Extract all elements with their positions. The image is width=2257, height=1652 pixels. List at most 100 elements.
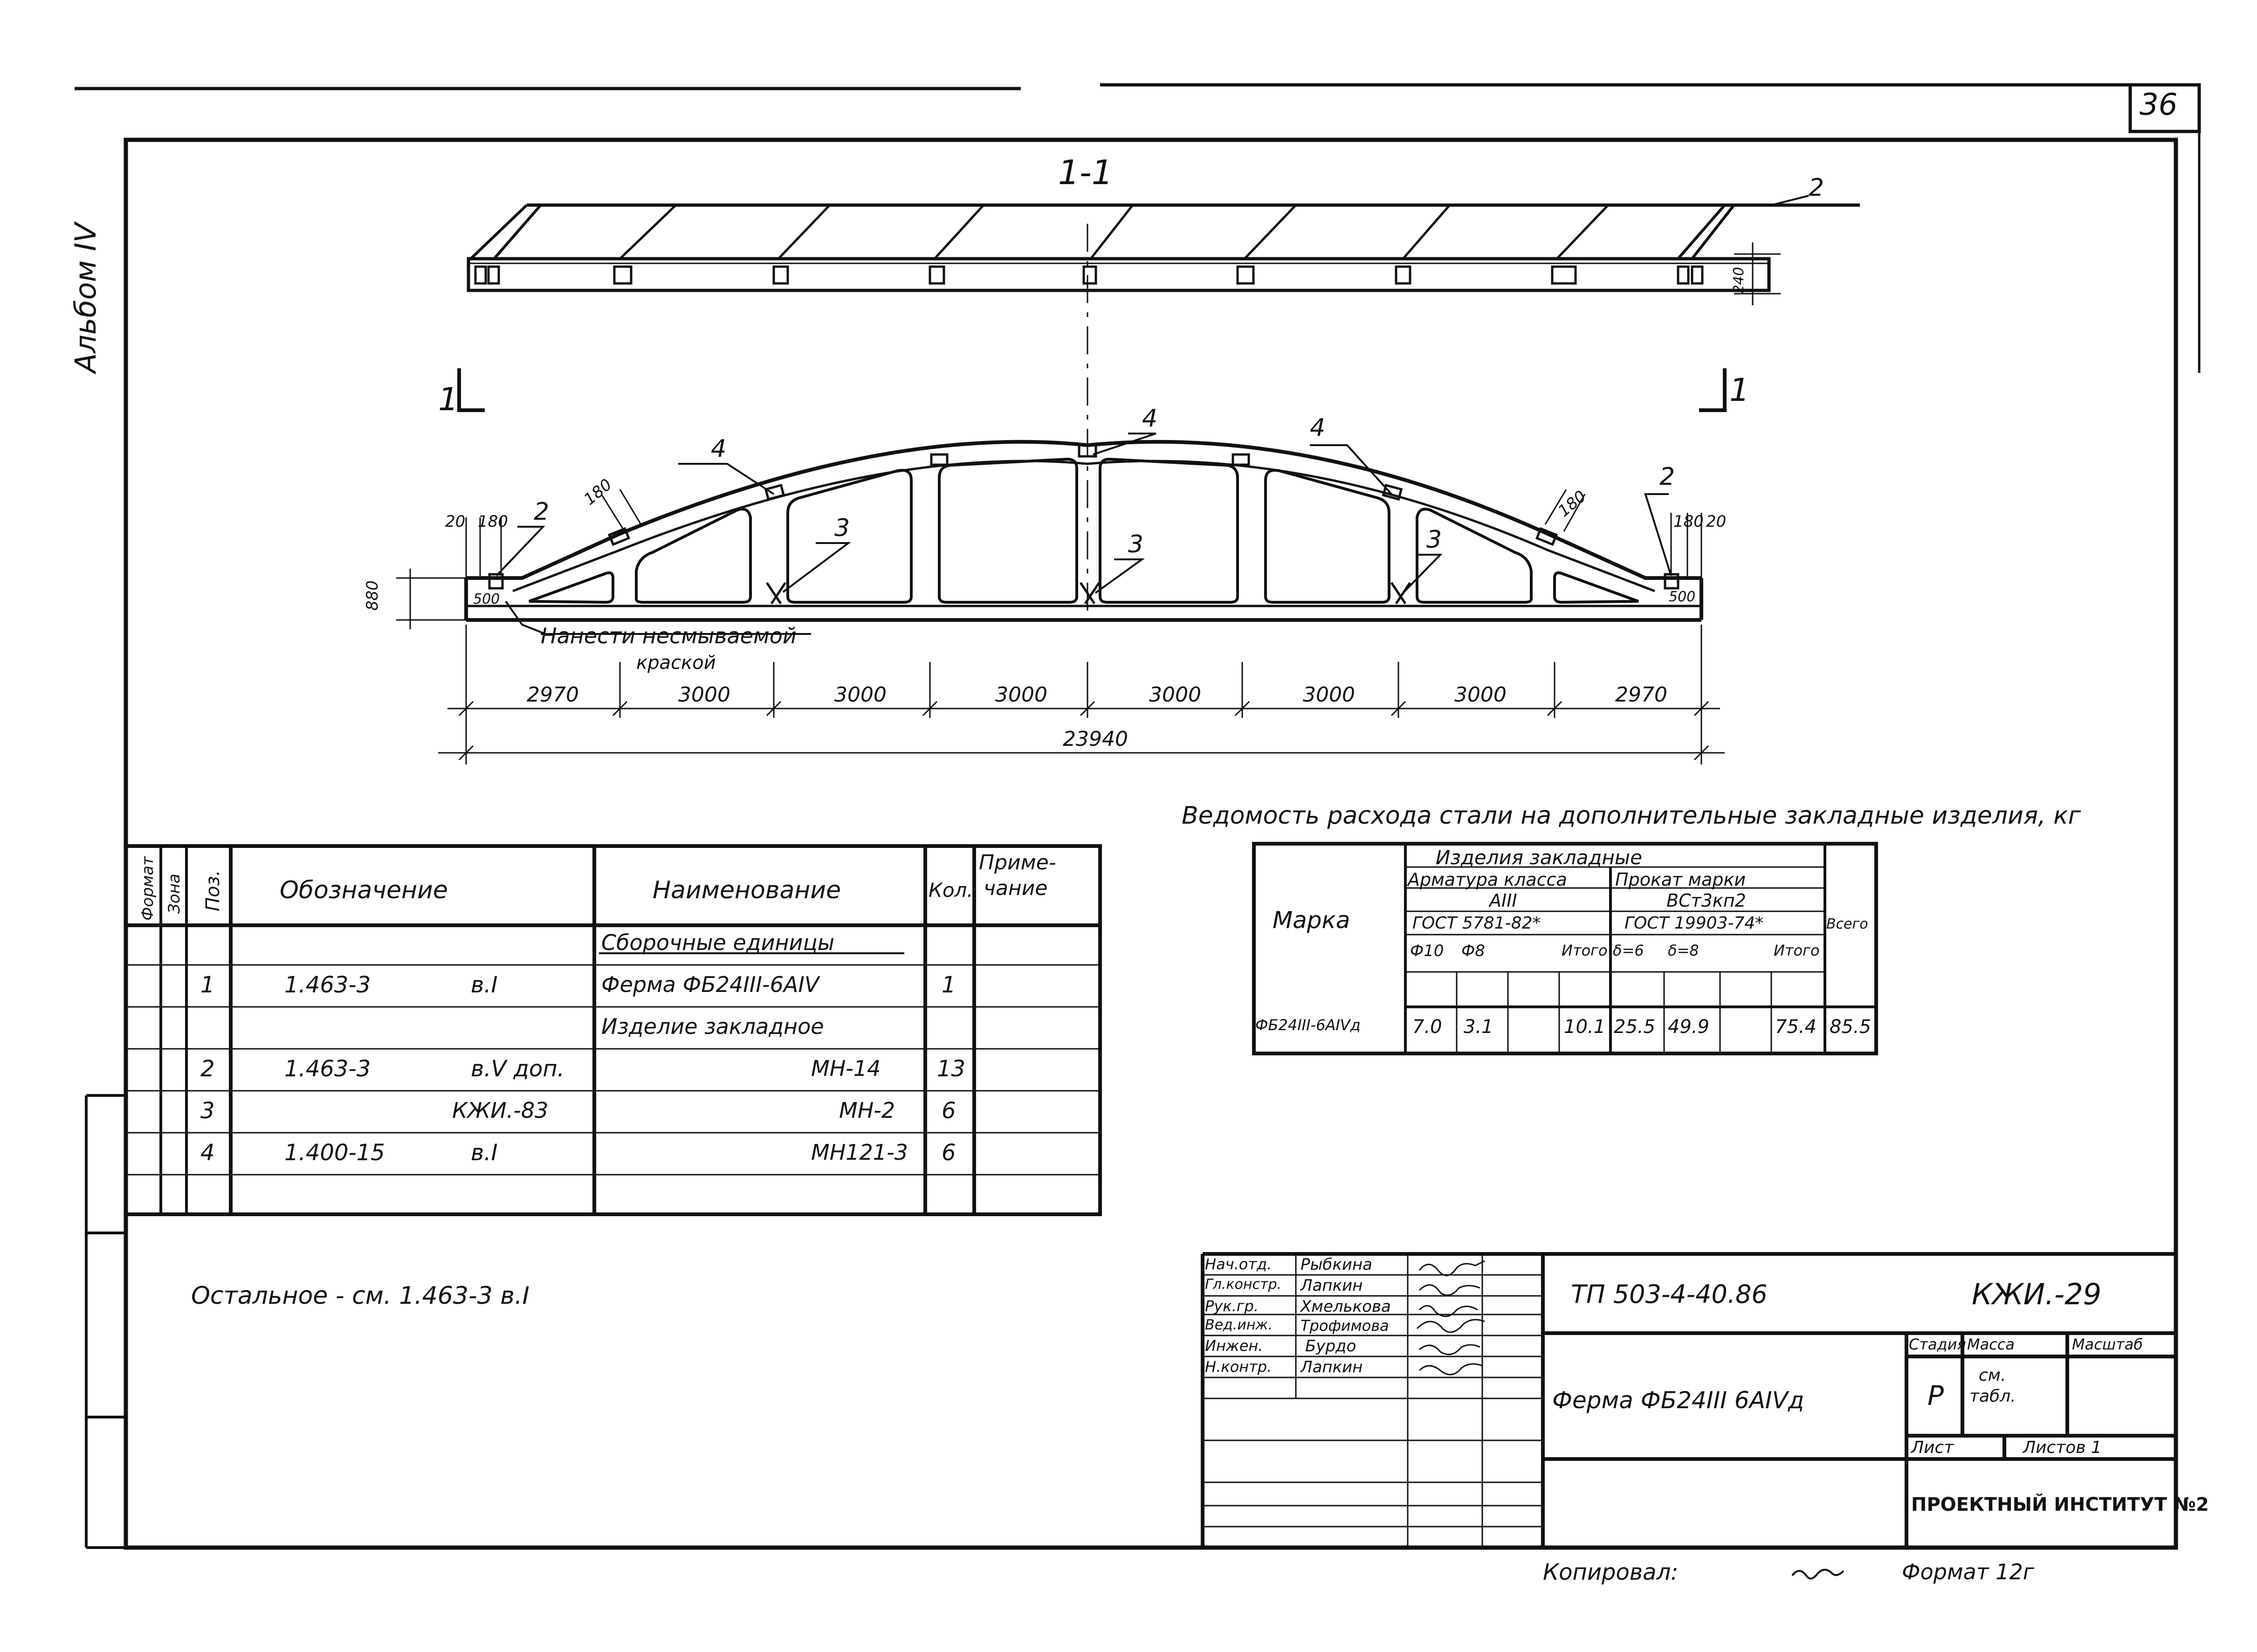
span-2: 3000 [678,683,730,707]
dim-left-500: 500 [473,591,500,607]
steel-row-total: 85.5 [1830,1016,1872,1038]
steel-sub-3: Итого [1562,942,1608,959]
steel-sub-4: δ=6 [1613,942,1644,959]
tb-name-0: Рыбкина [1301,1255,1373,1274]
tb-name-3: Трофимова [1301,1317,1389,1335]
spec-row-4-sheet: КЖИ.-83 [452,1098,549,1123]
steel-group: Изделия закладные [1436,846,1642,869]
dim-left-180b: 180 [580,475,615,509]
callout-3-right: 3 [1426,526,1442,554]
spec-header-designation: Обозначение [280,876,448,904]
album-label: Альбом IV [69,220,103,375]
steel-row-v7: 75.4 [1775,1016,1817,1038]
tb-name-4: Бурдо [1305,1337,1356,1356]
spec-header-zone: Зона [165,874,184,914]
spec-header-qty: Кол. [929,879,973,902]
spec-header-note-2: чание [984,876,1048,900]
span-6: 3000 [1303,683,1355,707]
tb-name-1: Лапкин [1301,1276,1363,1295]
tb-code: КЖИ.-29 [1972,1277,2102,1311]
callout-2-left: 2 [534,498,549,526]
steel-plate-mark: Прокат марки [1615,869,1746,890]
spec-header-note-1: Приме- [979,851,1056,874]
callout-4-left: 4 [711,435,726,463]
spec-row-4-qty: 6 [942,1098,956,1124]
span-total: 23940 [1063,727,1128,751]
steel-row-v4: 25.5 [1614,1016,1656,1038]
spec-row-3-designation: 1.463-3 [284,1056,371,1082]
tb-mass-header: Масса [1967,1335,2015,1353]
callout-3-center: 3 [1128,530,1143,558]
dim-right-20: 20 [1706,512,1726,531]
tb-name-5: Лапкин [1301,1358,1363,1377]
steel-row-v5: 49.9 [1668,1016,1710,1038]
steel-plate-gost: ГОСТ 19903-74* [1624,914,1764,933]
tb-sheets-header: Листов 1 [2023,1438,2102,1457]
spec-header-name: Наименование [653,876,841,904]
spec-row-5-sheet: в.I [471,1140,498,1166]
tb-role-4: Инжен. [1205,1337,1263,1355]
tb-role-2: Рук.гр. [1205,1297,1259,1315]
callout-4-right: 4 [1310,414,1325,442]
dim-left-20: 20 [445,512,465,531]
spec-row-3-pos: 2 [200,1056,215,1082]
section-title: 1-1 [1058,153,1113,192]
steel-rebar-gost: ГОСТ 5781-82* [1412,914,1541,933]
spec-row-2-name: Изделие закладное [601,1014,824,1039]
dim-880: 880 [363,580,382,611]
spec-header-pos: Поз. [202,870,224,911]
copier-signature [1791,1569,1844,1580]
bottom-note: Остальное - см. 1.463-3 в.I [191,1282,530,1310]
tb-stage: Р [1927,1380,1944,1411]
spec-row-3-sheet: в.V доп. [471,1056,564,1082]
spec-header-format: Формат [138,856,157,921]
steel-row-v1: 3.1 [1464,1016,1493,1038]
steel-title: Ведомость расхода стали на дополнительны… [1182,802,2081,830]
dim-right-180b: 180 [1555,487,1590,521]
spec-row-1-name: Ферма ФБ24III-6АIV [601,972,819,997]
spec-row-3-name: МН-14 [811,1056,881,1081]
footer-format: Формат 12г [1902,1559,2034,1584]
steel-rebar-grade: АIII [1489,890,1517,911]
tb-institute: ПРОЕКТНЫЙ ИНСТИТУТ №2 [1911,1494,2209,1515]
spec-row-5-designation: 1.400-15 [284,1140,385,1166]
tb-role-5: Н.контр. [1205,1358,1272,1376]
signatures [1416,1260,1485,1376]
callout-top-2: 2 [1809,174,1824,202]
steel-sub-5: δ=8 [1668,942,1699,959]
span-3: 3000 [834,683,887,707]
span-4: 3000 [995,683,1047,707]
tb-sheet-header: Лист [1911,1438,1954,1457]
tb-role-3: Вед.инж. [1205,1317,1273,1333]
spec-row-4-pos: 3 [200,1098,215,1124]
spec-row-1-pos: 1 [200,972,215,998]
spec-row-1-designation: 1.463-3 [284,972,371,998]
tb-role-1: Гл.констр. [1205,1276,1282,1293]
dim-right-500: 500 [1669,589,1695,605]
callout-2-right: 2 [1659,463,1675,491]
steel-sub-7: Итого [1774,942,1820,959]
callout-3-left: 3 [834,514,850,542]
tb-mass-2: табл. [1969,1387,2016,1406]
paint-note-line1: Нанести несмываемой [541,623,797,648]
spec-row-1-qty: 1 [942,972,956,998]
steel-plate-grade: ВСт3кп2 [1666,890,1746,911]
footer-copied: Копировал: [1543,1559,1679,1585]
callout-4-center: 4 [1142,405,1157,433]
spec-row-1-sheet: в.I [471,972,498,998]
tb-drawing-name: Ферма ФБ24III 6АIVд [1552,1387,1804,1414]
spec-row-3-qty: 13 [937,1056,966,1082]
dim-right-180: 180 [1673,512,1704,531]
paint-note-line2: краской [636,652,716,674]
tb-role-0: Нач.отд. [1205,1255,1272,1273]
cut-label-right: 1 [1729,372,1749,409]
page-number: 36 [2140,88,2178,122]
dim-left-180: 180 [478,512,508,531]
dim-240: 240 [1731,267,1747,294]
span-1: 2970 [527,683,579,707]
spec-row-5-name: МН121-3 [811,1140,908,1165]
cut-label-left: 1 [438,381,458,418]
tb-stage-header: Стадия [1909,1335,1966,1353]
spec-row-0-name: Сборочные единицы [601,930,835,955]
span-8: 2970 [1615,683,1667,707]
